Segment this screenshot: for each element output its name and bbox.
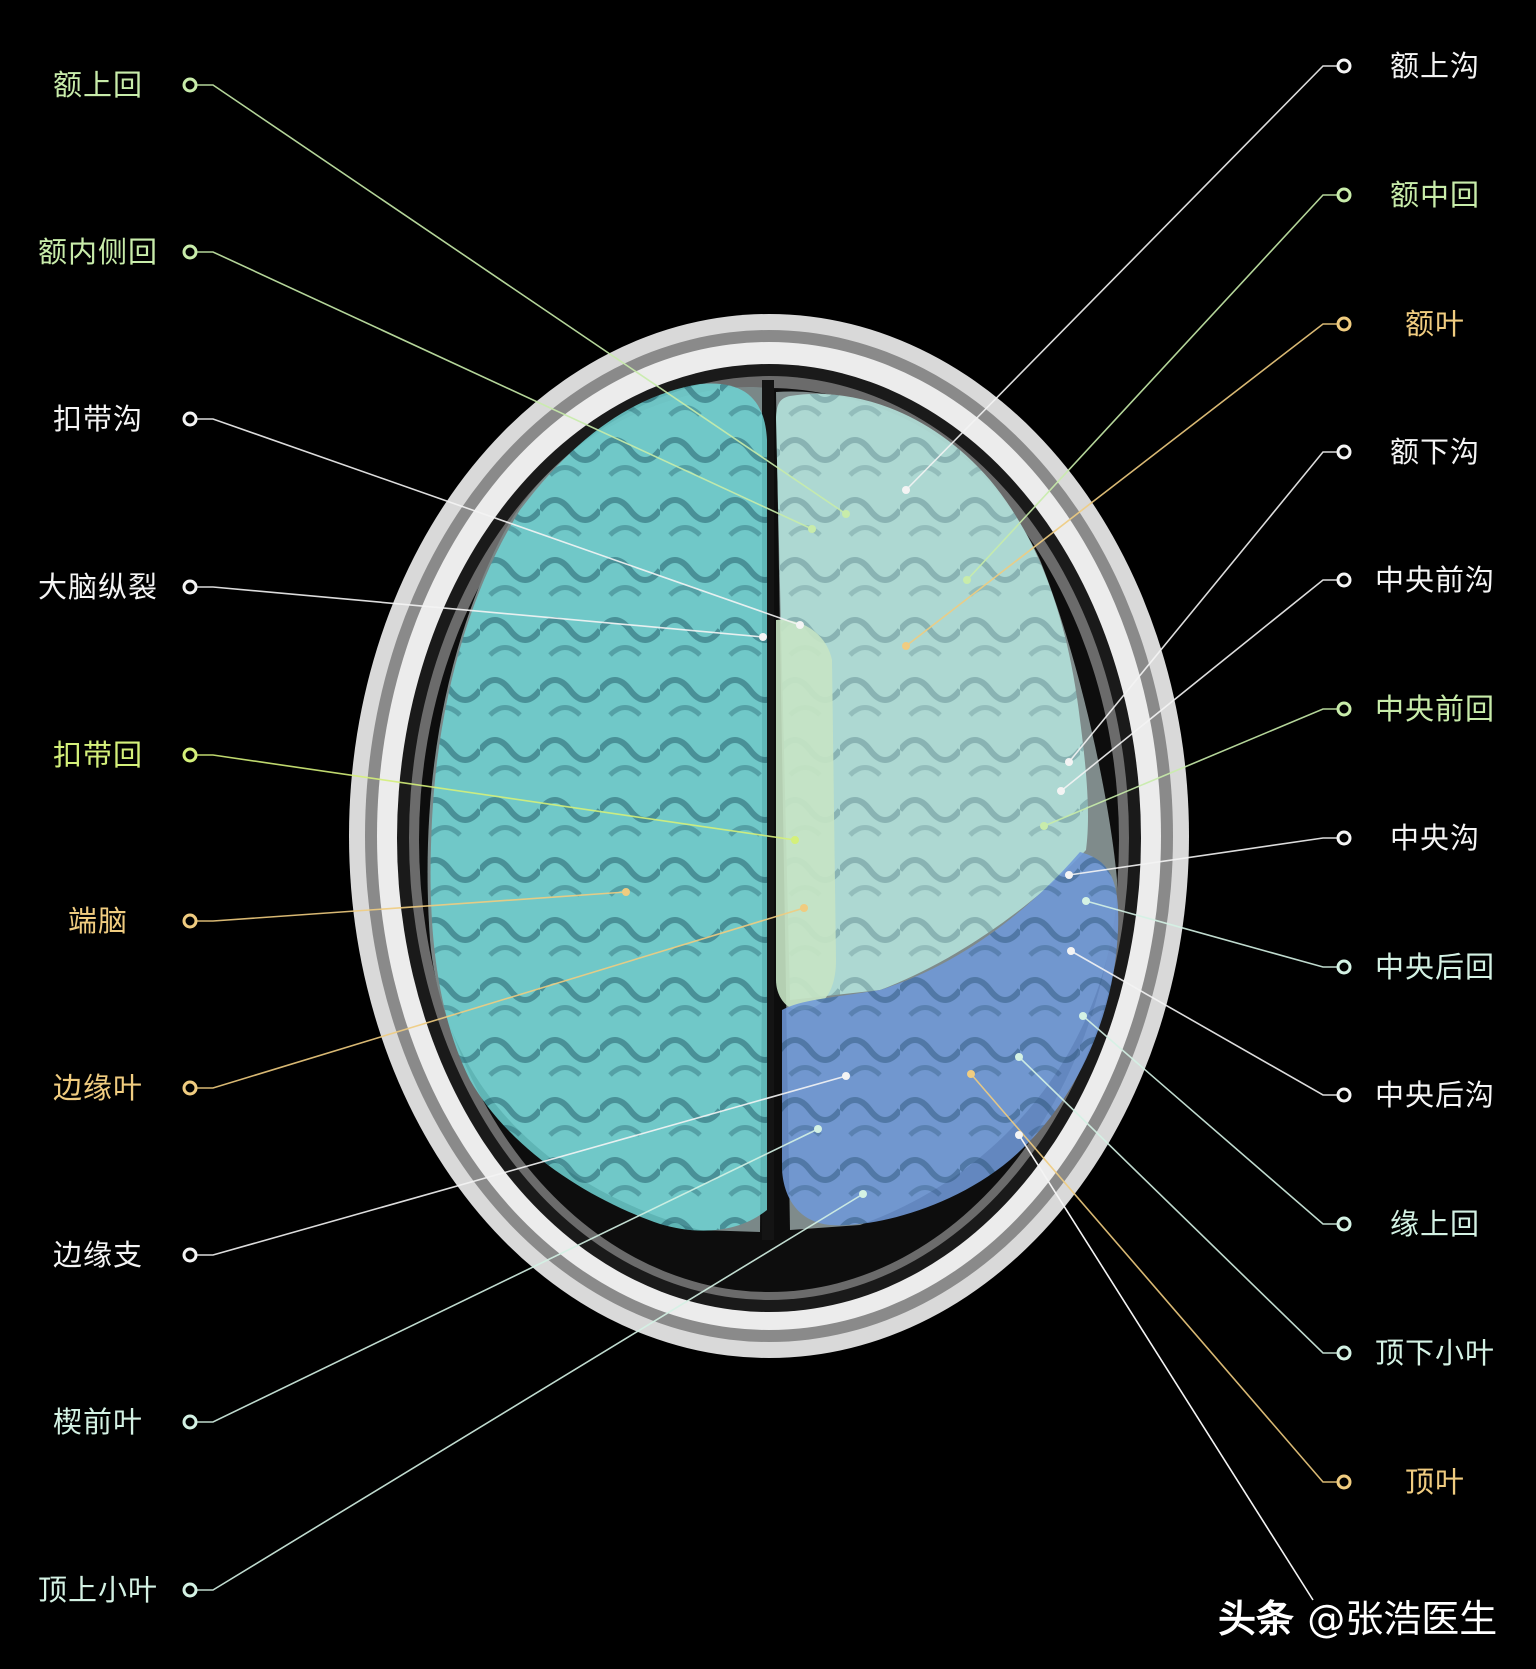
label-anchor-ring-icon	[1336, 187, 1352, 203]
label-anchor-ring-icon	[182, 77, 198, 93]
target-point-icon	[842, 510, 850, 518]
leader-right-8	[1067, 947, 1352, 1103]
leader-right-9	[1079, 1012, 1352, 1232]
leader-right-11	[967, 1070, 1352, 1490]
watermark-handle: @张浩医生	[1307, 1597, 1498, 1641]
label-anchor-ring-icon	[1336, 572, 1352, 588]
leader-left-9	[182, 1190, 867, 1598]
label-anchor-ring-icon	[182, 747, 198, 763]
label-anchor-ring-icon	[1336, 701, 1352, 717]
label-left-6: 边缘叶	[52, 1071, 143, 1105]
leader-left-5	[182, 888, 630, 929]
label-left-3: 大脑纵裂	[37, 570, 158, 604]
label-anchor-ring-icon	[1336, 316, 1352, 332]
target-point-icon	[791, 836, 799, 844]
target-point-icon	[859, 1190, 867, 1198]
label-anchor-ring-icon	[1336, 444, 1352, 460]
leader-right-0	[902, 58, 1352, 494]
target-point-icon	[759, 633, 767, 641]
target-point-icon	[814, 1125, 822, 1133]
label-left-4: 扣带回	[52, 738, 143, 772]
target-point-icon	[842, 1072, 850, 1080]
target-point-icon	[902, 486, 910, 494]
label-left-9: 顶上小叶	[37, 1573, 158, 1607]
target-point-icon	[1065, 871, 1073, 879]
label-right-8: 中央后沟	[1374, 1078, 1495, 1112]
label-left-8: 楔前叶	[52, 1405, 143, 1439]
label-left-1: 额内侧回	[37, 235, 158, 269]
target-point-icon	[1082, 897, 1090, 905]
label-anchor-ring-icon	[1336, 58, 1352, 74]
leader-extra	[1015, 1131, 1314, 1601]
leader-right-7	[1082, 897, 1352, 975]
label-left-0: 额上回	[52, 68, 143, 102]
leader-right-1	[963, 187, 1352, 584]
label-right-11: 顶叶	[1404, 1465, 1465, 1499]
target-point-icon	[1015, 1053, 1023, 1061]
target-point-icon	[808, 525, 816, 533]
target-point-icon	[1057, 787, 1065, 795]
target-point-icon	[1065, 758, 1073, 766]
label-anchor-ring-icon	[1336, 1087, 1352, 1103]
target-point-icon	[622, 888, 630, 896]
label-right-1: 额中回	[1389, 178, 1480, 212]
label-right-7: 中央后回	[1374, 950, 1495, 984]
leader-left-8	[182, 1125, 822, 1430]
label-right-4: 中央前沟	[1374, 563, 1495, 597]
label-right-10: 顶下小叶	[1374, 1336, 1495, 1370]
leader-left-6	[182, 904, 808, 1096]
label-anchor-ring-icon	[1336, 959, 1352, 975]
leader-right-6	[1065, 830, 1352, 879]
target-point-icon	[796, 621, 804, 629]
label-anchor-ring-icon	[1336, 1345, 1352, 1361]
label-anchor-ring-icon	[182, 1414, 198, 1430]
target-point-icon	[963, 576, 971, 584]
target-point-icon	[1040, 822, 1048, 830]
label-anchor-ring-icon	[1336, 830, 1352, 846]
leader-lines	[182, 58, 1352, 1601]
label-anchor-ring-icon	[182, 913, 198, 929]
label-left-2: 扣带沟	[52, 402, 143, 436]
label-left-7: 边缘支	[52, 1238, 143, 1272]
leader-left-2	[182, 411, 804, 629]
leader-right-4	[1057, 572, 1352, 795]
cingulate-gyrus-overlay	[776, 619, 836, 1010]
target-point-icon	[1067, 947, 1075, 955]
label-anchor-ring-icon	[182, 1247, 198, 1263]
label-anchor-ring-icon	[182, 579, 198, 595]
label-anchor-ring-icon	[182, 1080, 198, 1096]
label-anchor-ring-icon	[1336, 1216, 1352, 1232]
target-point-icon	[800, 904, 808, 912]
leader-right-2	[902, 316, 1352, 650]
label-right-6: 中央沟	[1389, 821, 1480, 855]
leader-right-5	[1040, 701, 1352, 830]
target-point-icon	[967, 1070, 975, 1078]
label-right-0: 额上沟	[1389, 49, 1480, 83]
leader-left-3	[182, 579, 767, 641]
target-point-icon	[1079, 1012, 1087, 1020]
label-anchor-ring-icon	[182, 411, 198, 427]
watermark: 头条 @张浩医生	[1218, 1588, 1497, 1643]
leader-right-3	[1065, 444, 1352, 766]
label-anchor-ring-icon	[1336, 1474, 1352, 1490]
label-right-3: 额下沟	[1389, 435, 1480, 469]
leader-left-0	[182, 77, 850, 518]
label-right-9: 缘上回	[1389, 1207, 1480, 1241]
label-left-5: 端脑	[67, 904, 128, 938]
leader-left-4	[182, 747, 799, 844]
leader-left-7	[182, 1072, 850, 1263]
label-right-2: 额叶	[1404, 307, 1465, 341]
leader-left-1	[182, 244, 816, 533]
watermark-brand: 头条	[1218, 1597, 1295, 1641]
label-right-5: 中央前回	[1374, 692, 1495, 726]
leader-right-10	[1015, 1053, 1352, 1361]
label-anchor-ring-icon	[182, 1582, 198, 1598]
target-point-icon	[902, 642, 910, 650]
label-anchor-ring-icon	[182, 244, 198, 260]
